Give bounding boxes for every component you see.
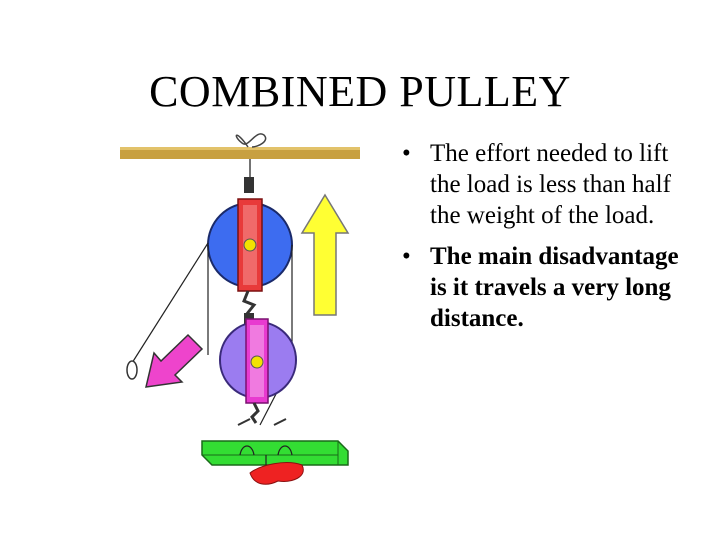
bullet-marker: • — [402, 243, 411, 270]
ceiling-beam-icon — [120, 147, 360, 159]
bullet-item: • The main disadvantage is it travels a … — [398, 241, 698, 334]
bullet-text: The main disadvantage is it travels a ve… — [430, 243, 679, 332]
slide-title: COMBINED PULLEY — [149, 67, 571, 116]
bullet-text: The effort needed to lift the load is le… — [430, 140, 671, 229]
load-weight-icon — [249, 462, 304, 485]
lower-pulley-icon — [219, 313, 297, 424]
bullet-marker: • — [402, 140, 411, 167]
combined-pulley-illustration — [120, 133, 360, 485]
up-arrow-icon — [300, 193, 350, 316]
rope-knot-icon — [235, 133, 267, 177]
pull-arrow-icon — [145, 333, 204, 388]
bullet-item: • The effort needed to lift the load is … — [398, 138, 698, 231]
rope-handle-icon — [126, 360, 138, 380]
upper-pulley-icon — [207, 177, 293, 316]
load-block-icon — [201, 418, 349, 485]
bullet-list: • The effort needed to lift the load is … — [398, 138, 698, 344]
